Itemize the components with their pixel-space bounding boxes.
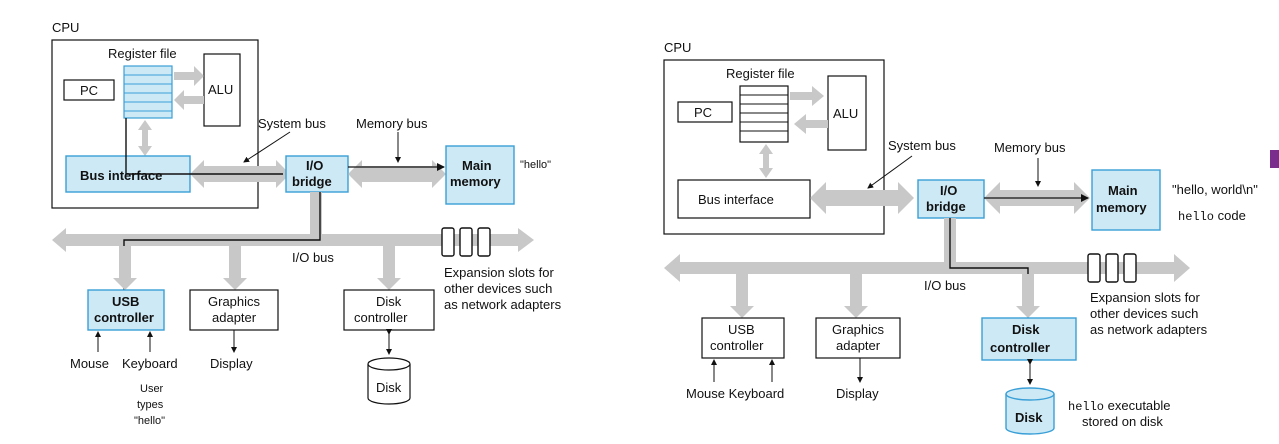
reg-bus-link-right — [759, 144, 773, 178]
register-file-label: Register file — [108, 46, 177, 61]
main-memory-label-2: memory — [450, 174, 501, 189]
cpu-box-right — [663, 59, 885, 235]
usb-label-2: controller — [94, 310, 154, 325]
disk-right — [1005, 387, 1055, 435]
expansion-label-1: Expansion slots for — [444, 265, 555, 280]
usb-controller-right — [701, 317, 785, 359]
alu-to-reg-arrow — [174, 90, 204, 110]
disk-controller-label-1: Disk — [376, 294, 402, 309]
alu — [203, 53, 241, 127]
memory-bus — [348, 160, 446, 188]
usb-label-2-right: controller — [710, 338, 764, 353]
io-to-disk-controller-right — [1016, 274, 1040, 318]
system-bus-label-right: System bus — [888, 138, 956, 153]
graphics-label-1-right: Graphics — [832, 322, 885, 337]
alu-right — [827, 75, 867, 151]
usb-label-1-right: USB — [728, 322, 755, 337]
expansion-label-2: other devices such — [444, 281, 552, 296]
memory-bus-label: Memory bus — [356, 116, 428, 131]
graphics-adapter-right — [815, 317, 901, 359]
memory-content-right-1: "hello, world\n" — [1172, 182, 1258, 197]
expansion-slots-right — [1087, 253, 1137, 283]
register-file-label-right: Register file — [726, 66, 795, 81]
cpu-label: CPU — [52, 20, 79, 35]
disk-label-right: Disk — [1015, 410, 1043, 425]
alu-label: ALU — [208, 82, 233, 97]
mouse-label: Mouse — [70, 356, 109, 371]
graphics-label-2: adapter — [212, 310, 257, 325]
reg-bus-link — [138, 120, 152, 156]
disk-note-line-2: stored on disk — [1082, 414, 1163, 429]
main-memory — [445, 145, 515, 205]
edge-accent-mark — [1270, 150, 1279, 168]
reg-to-alu-arrow — [174, 66, 204, 86]
system-bus-right — [810, 182, 914, 214]
io-to-disk-controller — [377, 246, 401, 290]
main-memory-label-1: Main — [462, 158, 492, 173]
data-path-left — [125, 118, 283, 175]
io-bus-label: I/O bus — [292, 250, 334, 265]
note-line-1: User — [140, 383, 164, 395]
reg-to-alu-arrow-right — [790, 86, 824, 106]
graphics-adapter — [189, 289, 279, 331]
memory-content-right-2: hello code — [1178, 208, 1246, 224]
io-to-graphics-right — [844, 274, 868, 318]
expansion-label-1-right: Expansion slots for — [1090, 290, 1201, 305]
memory-bus-label-right: Memory bus — [994, 140, 1066, 155]
alu-to-reg-arrow-right — [794, 114, 828, 134]
main-memory-label-2-right: memory — [1096, 200, 1147, 215]
alu-label-right: ALU — [833, 106, 858, 121]
expansion-label-3: as network adapters — [444, 297, 562, 312]
memory-content: "hello" — [520, 159, 551, 171]
disk — [367, 357, 411, 405]
io-bridge-label-1-right: I/O — [940, 183, 957, 198]
expansion-label-2-right: other devices such — [1090, 306, 1198, 321]
note-line-3: "hello" — [134, 415, 165, 427]
bus-interface-label: Bus interface — [80, 168, 162, 183]
io-bus-right — [664, 254, 1190, 282]
io-bridge-label-1: I/O — [306, 158, 323, 173]
disk-note-line-1: hello executable — [1068, 398, 1171, 414]
bus-interface-right — [677, 179, 811, 219]
mouse-keyboard-label-right: Mouse Keyboard — [686, 386, 784, 401]
io-to-usb-right — [730, 274, 754, 318]
usb-controller — [87, 289, 165, 331]
register-file — [123, 65, 173, 119]
bus-interface-label-right: Bus interface — [698, 192, 774, 207]
pc-label: PC — [80, 83, 98, 98]
graphics-label-1: Graphics — [208, 294, 261, 309]
keyboard-label: Keyboard — [122, 356, 178, 371]
io-to-usb — [113, 246, 137, 290]
expansion-slots — [441, 227, 491, 257]
display-label: Display — [210, 356, 253, 371]
register-file-right — [739, 85, 789, 143]
io-bus-label-right: I/O bus — [924, 278, 966, 293]
system-bus-label: System bus — [258, 116, 326, 131]
io-to-graphics — [223, 246, 247, 290]
usb-label-1: USB — [112, 294, 139, 309]
io-bridge-label-2-right: bridge — [926, 199, 966, 214]
note-line-2: types — [137, 399, 164, 411]
cpu-box — [51, 39, 259, 209]
pc-register — [63, 79, 115, 101]
right-diagram: CPU Register file PC ALU Bus interface S… — [663, 40, 1258, 435]
cpu-label-right: CPU — [664, 40, 691, 55]
disk-controller-label-1-right: Disk — [1012, 322, 1040, 337]
pc-label-right: PC — [694, 105, 712, 120]
main-memory-label-1-right: Main — [1108, 183, 1138, 198]
left-diagram: CPU Register file PC ALU Bus interface S… — [51, 20, 562, 427]
display-label-right: Display — [836, 386, 879, 401]
disk-controller-right — [981, 317, 1077, 361]
main-memory-right — [1091, 169, 1161, 231]
disk-controller — [343, 289, 435, 331]
io-bridge-label-2: bridge — [292, 174, 332, 189]
disk-controller-label-2-right: controller — [990, 340, 1050, 355]
expansion-label-3-right: as network adapters — [1090, 322, 1208, 337]
pc-register-right — [677, 101, 733, 123]
io-bridge-right — [917, 179, 985, 219]
disk-label: Disk — [376, 380, 402, 395]
disk-controller-label-2: controller — [354, 310, 408, 325]
graphics-label-2-right: adapter — [836, 338, 881, 353]
